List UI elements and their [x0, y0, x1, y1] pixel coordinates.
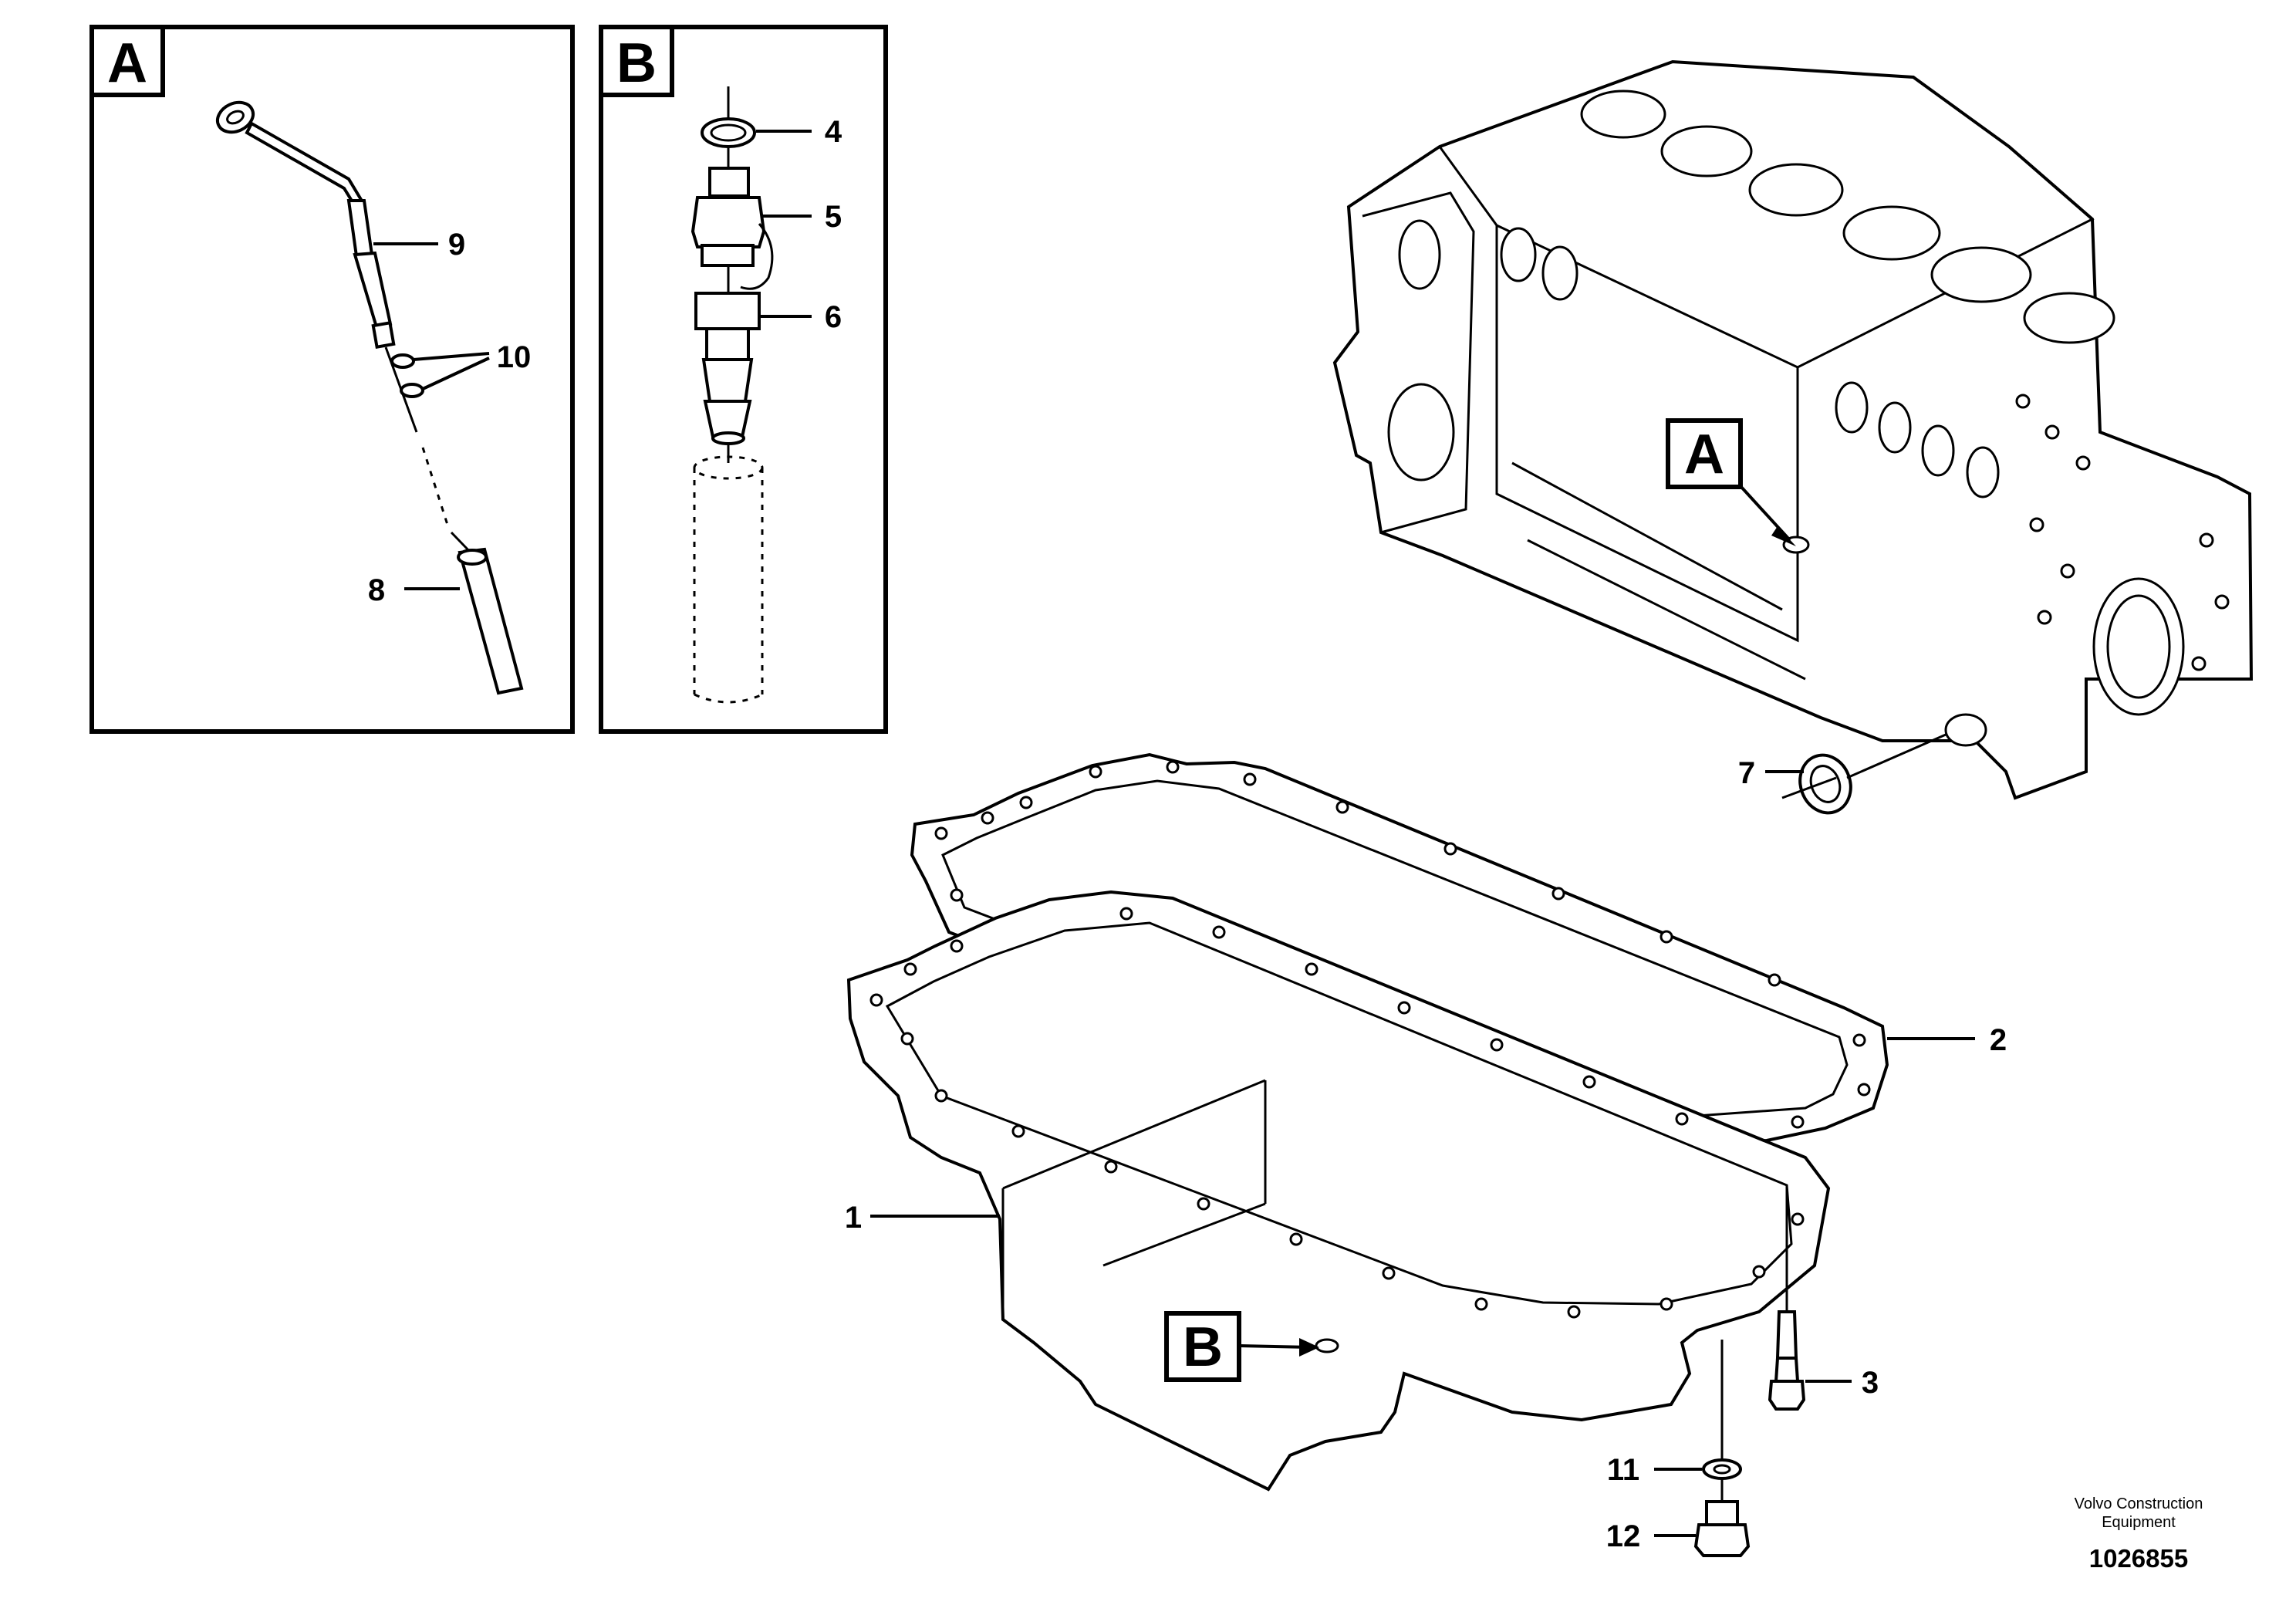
detail-view-a-frame [89, 25, 575, 734]
detail-view-a-tag [89, 25, 165, 97]
detail-view-b-tag [599, 25, 674, 97]
reference-b-letter: B [1183, 1316, 1223, 1378]
cylinder-bores [1580, 90, 2115, 344]
footer: Volvo Construction Equipment 1026855 [2075, 1495, 2203, 1573]
detail-view-a-letter: A [107, 32, 147, 94]
hose-fitting-6-drawing [694, 292, 761, 445]
callout-1: 1 [845, 1201, 862, 1235]
callout-4: 4 [825, 115, 842, 149]
oil-pan-1-drawing [846, 890, 1831, 1528]
detail-view-b-letter: B [616, 32, 657, 94]
reference-a-letter: A [1684, 424, 1724, 485]
crankshaft-seal-7-drawing [1765, 733, 1947, 815]
detail-view-b: B [599, 25, 888, 734]
reference-a-tag [1666, 418, 1743, 489]
callout-11: 11 [1607, 1453, 1639, 1487]
company-name-line1: Volvo Construction [2075, 1495, 2203, 1512]
callout-2: 2 [1990, 1023, 2007, 1057]
engine-block-drawing [1332, 59, 2254, 800]
bolt-3-drawing [1768, 1310, 1852, 1411]
callout-9: 9 [448, 228, 465, 262]
callout-7: 7 [1738, 756, 1755, 790]
callout-3: 3 [1862, 1366, 1879, 1400]
callout-12: 12 [1606, 1519, 1641, 1553]
o-rings-10-drawing [390, 353, 424, 398]
drawing-number: 1026855 [2089, 1544, 2188, 1573]
drain-plug-12-drawing [1654, 1500, 1751, 1557]
reference-b-marker: B [1164, 1311, 1319, 1382]
oil-pan-bolt-holes [869, 907, 1805, 1319]
dipstick-drawing [215, 100, 524, 695]
callout-labels: 1 2 3 4 5 6 7 8 9 10 11 12 [368, 115, 2007, 1553]
detail-view-a: A [89, 25, 575, 734]
seal-ring-4-drawing [701, 117, 756, 148]
callout-10: 10 [497, 340, 532, 374]
company-name-line2: Equipment [2102, 1514, 2176, 1531]
callout-8: 8 [368, 573, 385, 607]
washer-11-drawing [1654, 1458, 1742, 1480]
drain-valve-5-drawing [690, 167, 774, 290]
detail-view-b-frame [599, 25, 888, 734]
hose-dashed-drawing [693, 455, 764, 704]
reference-a-marker: A [1666, 418, 1796, 546]
callout-5: 5 [825, 200, 842, 234]
callout-6: 6 [825, 300, 842, 334]
